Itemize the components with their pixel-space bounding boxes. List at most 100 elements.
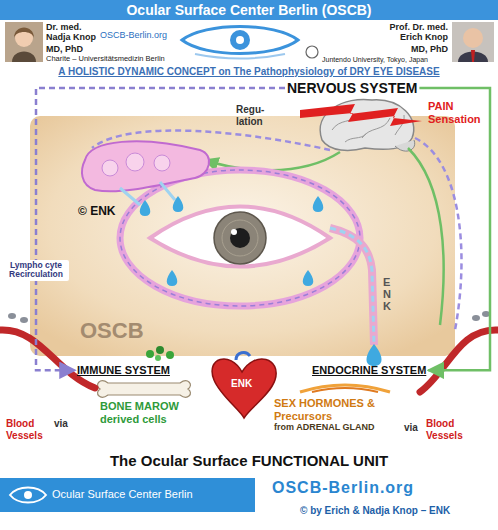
hormone-node: SEX HORMONES & Precursorsfrom ADRENAL GL… [272, 396, 386, 434]
recirculation-connector [36, 88, 285, 370]
adrenal-gland [300, 385, 390, 392]
figure-caption: The Ocular Surface FUNCTIONAL UNIT [0, 452, 498, 469]
tear-drop [173, 196, 184, 212]
hormone-label: from ADRENAL GLAND [274, 422, 384, 432]
author-degree: MD, PhD [46, 44, 83, 54]
photo-hair [14, 28, 34, 39]
system-node: ENDOCRINE SYSTEM [310, 363, 428, 378]
panel-ground [30, 116, 455, 356]
conjunctiva-line [120, 170, 360, 306]
source-label: BONE MAROW derived cells [100, 400, 188, 425]
system-heading: ENDOCRINE SYSTEM [312, 364, 426, 377]
marrow-cell [156, 346, 164, 354]
tear-drop [303, 270, 314, 286]
cell-source-node: BONE MAROW derived cells [98, 399, 190, 426]
nasolacrimal-duct [330, 228, 374, 345]
brain [300, 99, 422, 151]
marrow-cell [166, 351, 174, 359]
function-label: Regu- lation [236, 104, 280, 127]
gland-lobule [102, 160, 118, 176]
tear-drop [167, 270, 178, 286]
system-node: NERVOUS SYSTEM [285, 79, 419, 97]
eyelid [150, 207, 330, 267]
photo-frame [5, 22, 43, 62]
marrow-cell [146, 350, 154, 358]
lacrimal-gland [82, 141, 209, 205]
lymphocyte [20, 317, 28, 323]
footer-bar [0, 478, 255, 512]
web-address: OSCB-Berlin.org [100, 30, 167, 40]
copyright-mark: ENK [231, 378, 252, 390]
gland-lobule [154, 155, 170, 171]
logo-pupil [236, 36, 244, 44]
gland-lobule [126, 153, 144, 171]
route-word: via [404, 422, 418, 434]
tear-drop [140, 200, 151, 216]
blood-vessel [420, 330, 498, 392]
footer-logo [10, 488, 46, 503]
cerebellum [395, 140, 415, 151]
regulation-connector [419, 88, 490, 370]
duct-wall [330, 228, 374, 345]
system-node: IMMUNE SYSTEM [75, 363, 172, 378]
conjunctiva-ring [120, 170, 360, 306]
affiliation: Juntendo University, Tokyo, Japan [322, 56, 428, 64]
adrenal-arc [312, 388, 378, 392]
vessel-label: Blood Vessels [6, 418, 50, 441]
tear-drop [367, 344, 382, 366]
watermark: OSCB [80, 318, 144, 343]
bone [98, 381, 191, 397]
footer-name: Ocular Surface Center Berlin [52, 488, 193, 501]
photo-tie [471, 50, 475, 62]
route-word: via [54, 418, 68, 430]
web-address: OSCB-Berlin.org [272, 479, 414, 497]
copyright-line: © by Erich & Nadja Knop – ENK [300, 505, 450, 517]
pupil [230, 228, 250, 248]
system-heading: NERVOUS SYSTEM [287, 80, 417, 96]
subtitle: A HOLISTIC DYNAMIC CONCEPT on The Pathop… [0, 66, 498, 78]
affiliation: Charite – Universitätsmedizin Berlin [46, 55, 165, 64]
photo-face [463, 28, 483, 48]
copyright-mark: ENK [383, 276, 394, 312]
logo-eye [182, 27, 298, 59]
eye [120, 170, 360, 306]
adrenal-arc [300, 385, 390, 392]
university-logo [306, 46, 318, 58]
pain-bolt [300, 104, 422, 126]
gland-outline [82, 141, 209, 191]
author-photo [5, 22, 43, 62]
eye-highlight [231, 229, 237, 235]
hormone-label: SEX HORMONES & Precursors [274, 397, 384, 422]
marrow-cell [155, 355, 161, 361]
page-title: Ocular Surface Center Berlin (OSCB) [0, 2, 498, 18]
heart [212, 359, 276, 418]
author-name: Prof. Dr. med. Erich Knop [370, 22, 448, 43]
heart-vessel [236, 353, 250, 360]
system-heading: IMMUNE SYSTEM [77, 364, 170, 377]
author-photo [452, 22, 494, 62]
connector-label: Lympho cyte Recirculation [3, 260, 69, 282]
copyright-mark: © ENK [78, 205, 116, 219]
photo-frame [452, 22, 494, 62]
logo-swoosh [195, 54, 285, 59]
photo-body [12, 52, 36, 63]
duct-flow [330, 228, 374, 345]
lymphocyte [472, 315, 480, 321]
gland-duct [120, 182, 175, 205]
pain-label: PAIN Sensation [428, 100, 484, 125]
tear-drop [313, 196, 324, 212]
logo-iris [230, 30, 250, 50]
author-name: Dr. med. Nadja Knop [46, 22, 108, 43]
lymphocyte [8, 313, 16, 319]
author-degree: MD, PhD [370, 44, 448, 54]
iris-pattern [222, 220, 258, 256]
logo-outline [182, 27, 298, 54]
footer-logo-iris [24, 491, 32, 499]
iris [214, 212, 266, 264]
vessel-label: Blood Vessels [426, 418, 472, 441]
header-bar [0, 0, 498, 20]
tear-drops [140, 196, 382, 366]
nerve-fibre [408, 148, 444, 325]
